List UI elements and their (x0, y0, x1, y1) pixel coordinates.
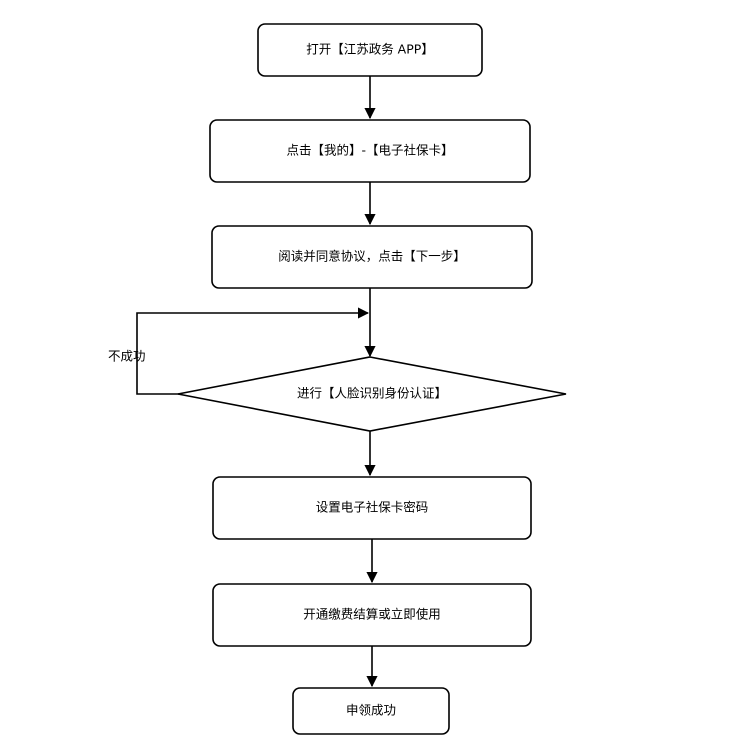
step-open-app-label: 打开【江苏政务 APP】 (306, 42, 434, 57)
step-tap-my-label: 点击【我的】-【电子社保卡】 (286, 143, 453, 158)
step-open-app: 打开【江苏政务 APP】 (257, 23, 483, 77)
step-success: 申领成功 (292, 687, 450, 735)
step-activate: 开通缴费结算或立即使用 (212, 583, 532, 647)
retry-label: 不成功 (108, 349, 146, 364)
arrow-retry-loop (136, 307, 370, 395)
step-agree-label: 阅读并同意协议，点击【下一步】 (278, 249, 466, 264)
step-set-password: 设置电子社保卡密码 (212, 476, 532, 540)
step-set-password-label: 设置电子社保卡密码 (316, 500, 429, 515)
step-face-verify-label: 进行【人脸识别身份认证】 (297, 386, 447, 401)
step-face-verify: 进行【人脸识别身份认证】 (177, 356, 567, 432)
step-success-label: 申领成功 (346, 703, 396, 718)
step-tap-my: 点击【我的】-【电子社保卡】 (209, 119, 531, 183)
step-agree: 阅读并同意协议，点击【下一步】 (211, 225, 533, 289)
step-activate-label: 开通缴费结算或立即使用 (303, 607, 441, 622)
